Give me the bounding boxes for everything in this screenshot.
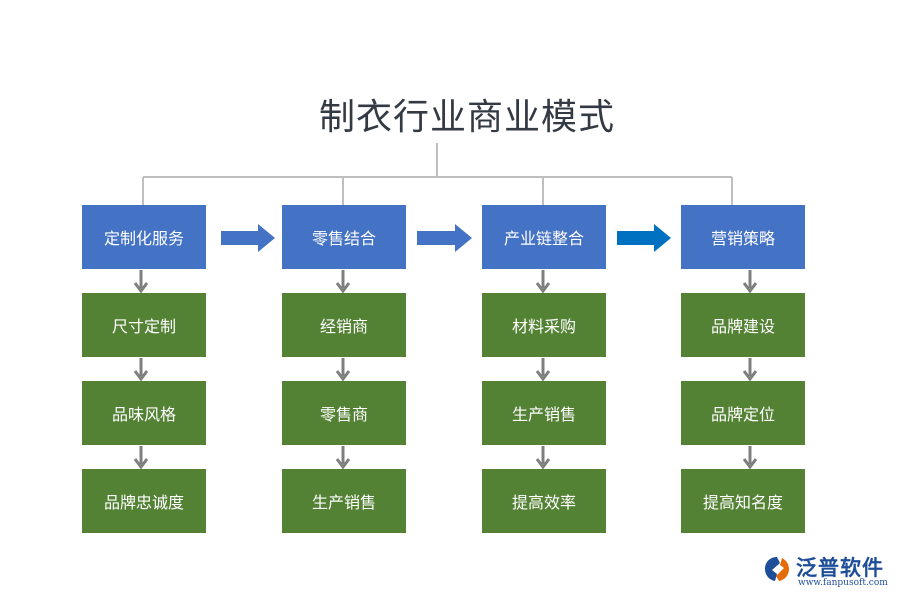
column-head-3: 产业链整合 bbox=[482, 205, 606, 269]
column-1-item-3: 品牌忠诚度 bbox=[82, 469, 206, 533]
down-arrows bbox=[133, 270, 758, 470]
brand-logo: 泛普软件 www.fanpusoft.com bbox=[762, 550, 892, 590]
column-4-item-1: 品牌建设 bbox=[681, 293, 805, 357]
column-head-1: 定制化服务 bbox=[82, 205, 206, 269]
column-1-item-1: 尺寸定制 bbox=[82, 293, 206, 357]
column-2-item-3: 生产销售 bbox=[282, 469, 406, 533]
right-arrow-2 bbox=[417, 224, 472, 252]
column-head-2: 零售结合 bbox=[282, 205, 406, 269]
column-3-item-3: 提高效率 bbox=[482, 469, 606, 533]
right-arrow-3 bbox=[617, 224, 671, 252]
diagram-title: 制衣行业商业模式 bbox=[318, 97, 615, 138]
column-4-item-3: 提高知名度 bbox=[681, 469, 805, 533]
right-arrow-1 bbox=[221, 224, 275, 252]
column-3-item-1: 材料采购 bbox=[482, 293, 606, 357]
column-2-item-1: 经销商 bbox=[282, 293, 406, 357]
brand-name: 泛普软件 bbox=[796, 556, 884, 580]
column-head-4: 营销策略 bbox=[681, 205, 805, 269]
column-4-item-2: 品牌定位 bbox=[681, 381, 805, 445]
column-2-item-2: 零售商 bbox=[282, 381, 406, 445]
brand-url: www.fanpusoft.com bbox=[798, 578, 888, 588]
column-1-item-2: 品味风格 bbox=[82, 381, 206, 445]
column-3-item-2: 生产销售 bbox=[482, 381, 606, 445]
brand-mark-icon bbox=[765, 557, 789, 581]
